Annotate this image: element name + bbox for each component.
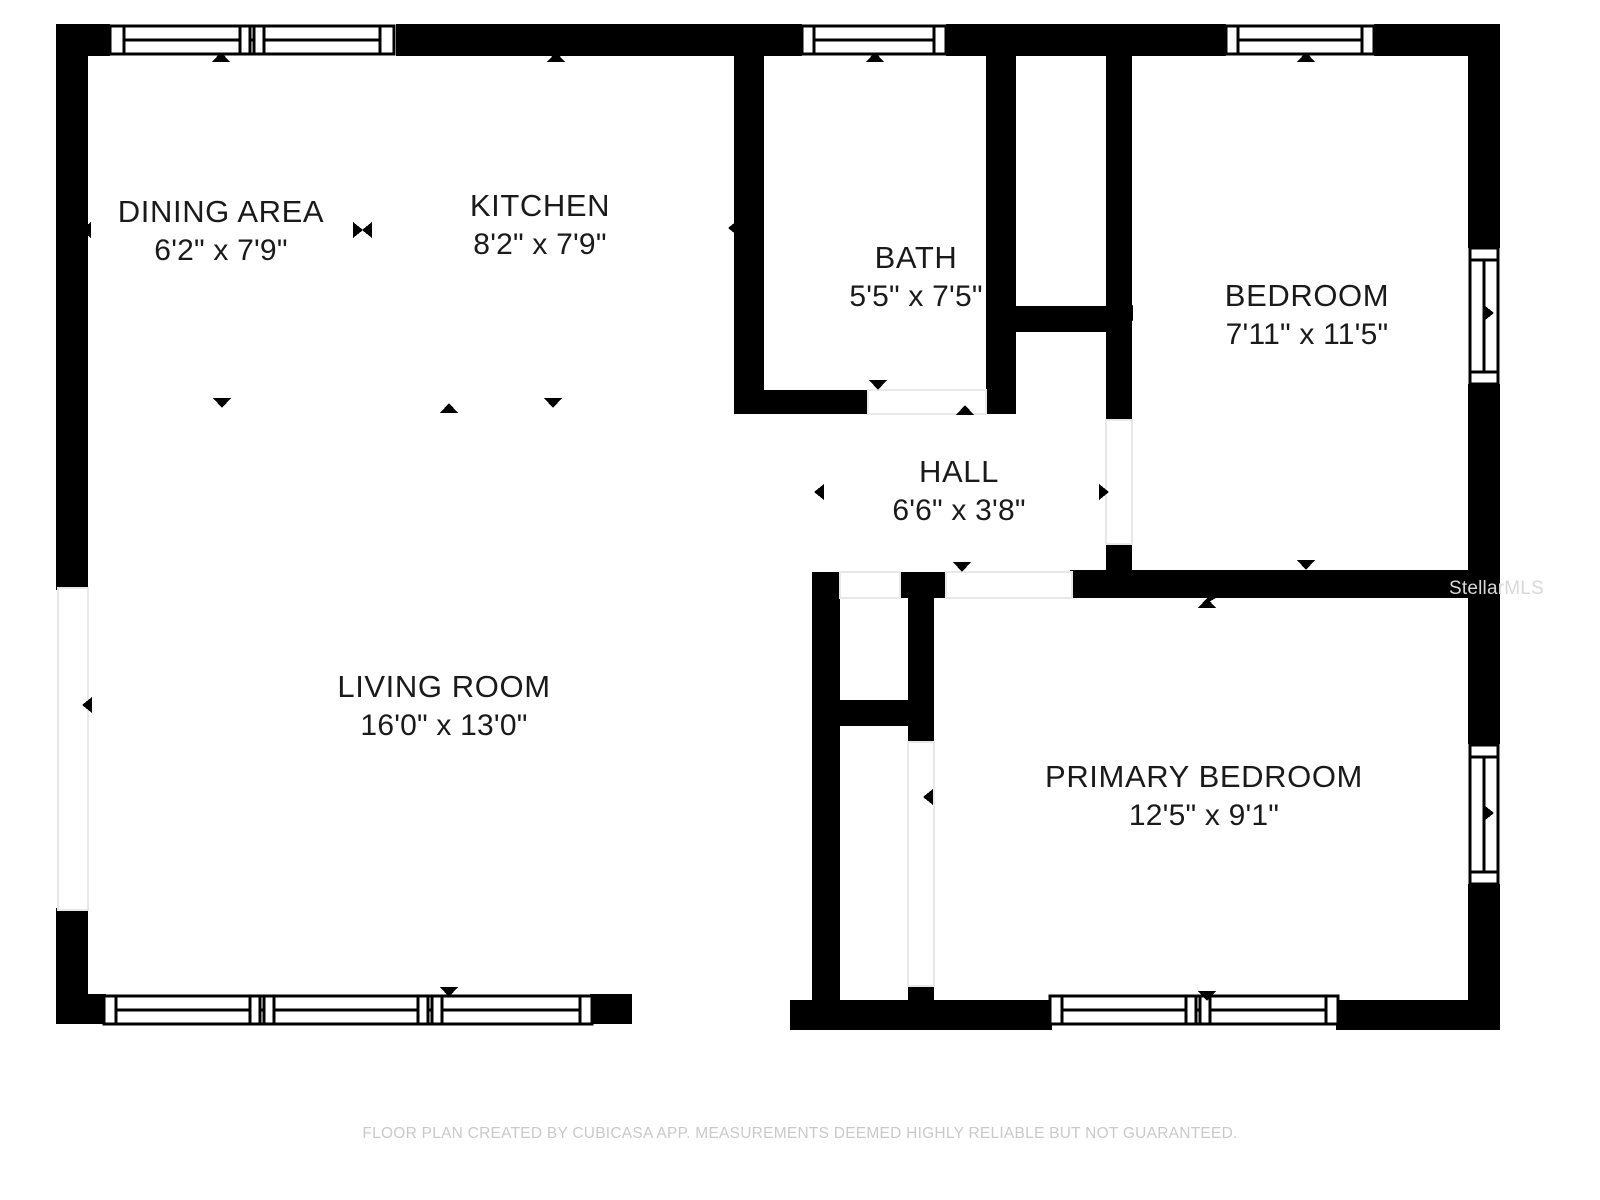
window-dining-kitchen-north xyxy=(108,24,396,56)
wall-top-left-right xyxy=(396,24,632,56)
wall-leftblock-corner-bottom xyxy=(600,994,632,1024)
arrow-marker-left-hall xyxy=(814,484,824,500)
arrow-marker-up-window-bath xyxy=(866,52,884,62)
wall-bottom-left-stub xyxy=(56,994,106,1024)
arrow-marker-up-window-bedroom xyxy=(1297,52,1315,62)
wall-bath-south-right-nub xyxy=(986,390,1016,414)
arrow-marker-up-window-dining xyxy=(212,52,230,62)
arrow-marker-left-bedroom-west xyxy=(1123,305,1133,321)
wall-bedroom-south xyxy=(1070,570,1490,598)
arrow-marker-down-window-primary xyxy=(1198,991,1216,1001)
arrow-marker-left-kitchen-div xyxy=(362,222,372,238)
opening-hall-bedroom xyxy=(1105,419,1133,545)
arrow-marker-group xyxy=(81,52,1494,1001)
arrow-marker-up-primary-north-b xyxy=(1198,598,1216,608)
arrow-marker-right-primary-east xyxy=(1484,805,1494,821)
wall-top-right-a xyxy=(616,24,802,56)
arrow-marker-right-bedroom-east xyxy=(1484,305,1494,321)
wall-bath-south-left xyxy=(734,390,868,414)
wall-closet-south xyxy=(812,700,934,726)
wall-primary-southwest-corner xyxy=(790,1000,820,1030)
arrow-marker-right-hall xyxy=(1099,484,1109,500)
opening-closet-top xyxy=(839,571,901,599)
arrow-marker-right-bath-east xyxy=(986,220,996,236)
arrow-marker-down-hall-south xyxy=(953,562,971,572)
opening-hall-primary xyxy=(945,571,1073,599)
footer-disclaimer: FLOOR PLAN CREATED BY CUBICASA APP. MEAS… xyxy=(362,1125,1238,1142)
arrow-marker-left-living-slider xyxy=(82,697,92,713)
arrow-marker-right-dining-div xyxy=(353,222,363,238)
wall-primary-south-left xyxy=(790,1000,1052,1030)
wall-primary-south-right xyxy=(1336,1000,1500,1030)
wall-left-upper xyxy=(56,24,88,590)
wall-bedroom-west-upper xyxy=(1106,40,1132,422)
arrow-marker-left-closet-door xyxy=(923,789,933,805)
wall-right-a xyxy=(1468,24,1500,248)
arrow-marker-left-bath-west xyxy=(728,220,738,236)
wall-bath-bedroom-spur xyxy=(1016,306,1112,332)
window-bath-north xyxy=(800,24,948,56)
wall-bath-west xyxy=(734,24,764,406)
wall-primary-west xyxy=(812,572,840,1024)
arrow-marker-up-kitchen-mid xyxy=(440,403,458,413)
wall-bath-east xyxy=(986,40,1016,406)
arrow-marker-down-dining-mid xyxy=(213,398,231,408)
arrow-marker-right-closet xyxy=(812,697,822,713)
arrow-marker-left-dining xyxy=(81,222,91,238)
arrow-marker-down-window-living xyxy=(440,987,458,997)
opening-living-west xyxy=(57,587,89,911)
wall-group xyxy=(56,24,1500,1030)
arrow-marker-down-bedroom-south xyxy=(1297,560,1315,570)
arrow-marker-down-kitchen-mid xyxy=(544,398,562,408)
window-group xyxy=(102,24,1500,1026)
arrow-marker-up-hall-north xyxy=(956,405,974,415)
arrow-marker-down-bath-door xyxy=(869,380,887,390)
arrow-marker-up-top-kitchen xyxy=(547,52,565,62)
window-bedroom-north xyxy=(1224,24,1376,56)
stellar-mls-watermark: StellarMLS xyxy=(1449,578,1544,599)
opening-closet-side xyxy=(907,741,935,987)
window-living-south xyxy=(102,994,594,1026)
window-primary-south xyxy=(1048,994,1340,1026)
wall-right-b xyxy=(1468,384,1500,744)
